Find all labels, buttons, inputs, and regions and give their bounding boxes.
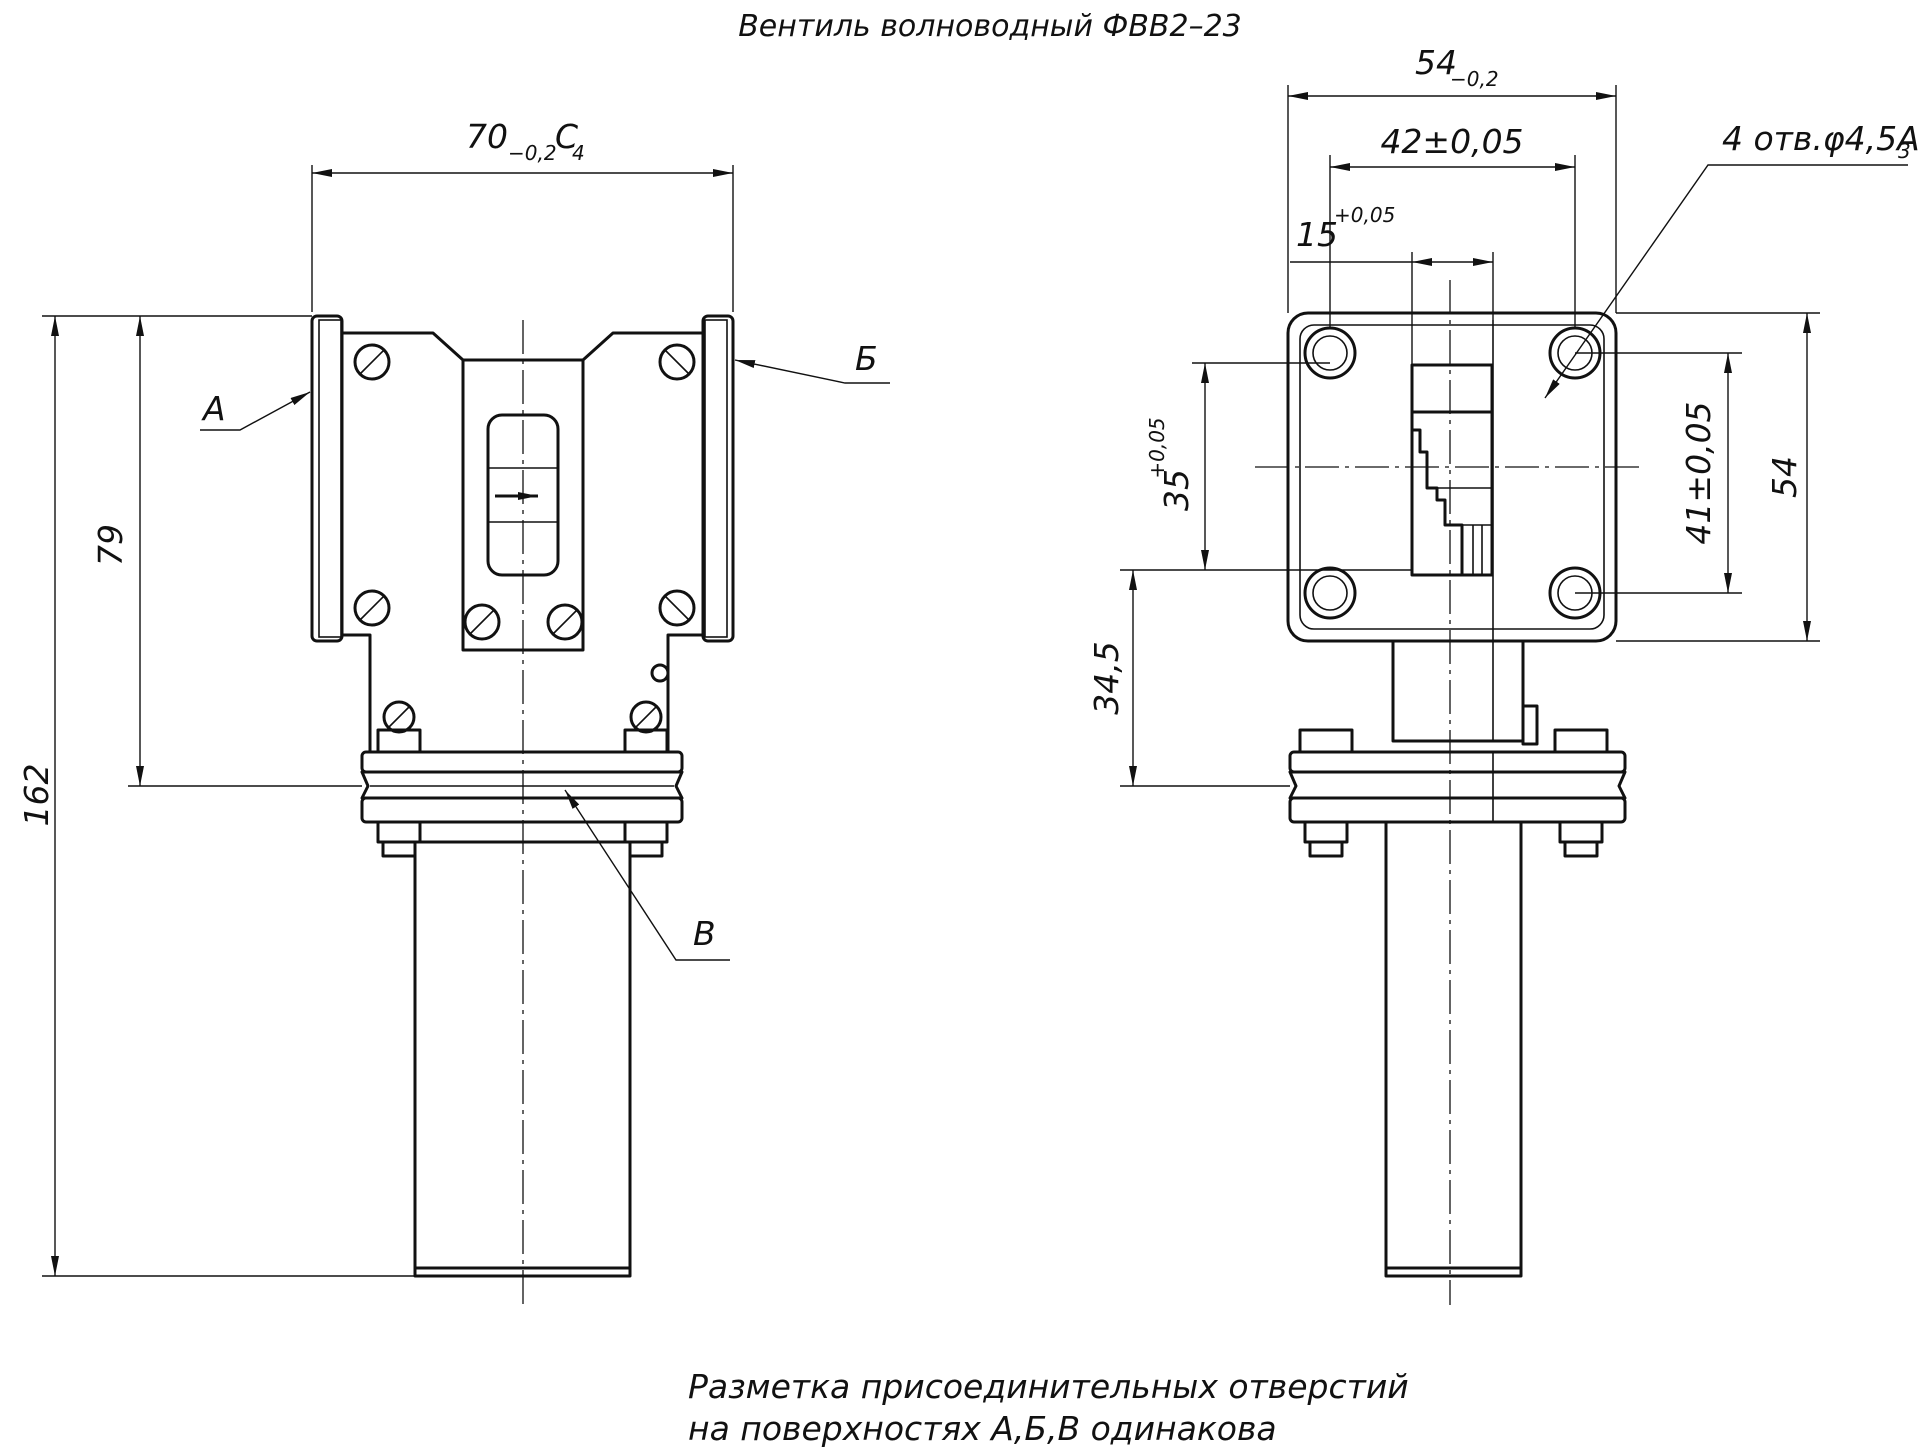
svg-text:162: 162	[17, 764, 56, 827]
svg-text:15: 15	[1296, 215, 1338, 254]
svg-text:4: 4	[572, 141, 585, 165]
side-load-housing	[1384, 820, 1523, 1278]
svg-text:на поверхностях А,Б,В одинаков: на поверхностях А,Б,В одинакова	[688, 1409, 1277, 1448]
side-dimensions: 54 −0,2 42±0,05 15 +0,05 4 отв.φ4,5А 3 3…	[1087, 43, 1920, 787]
svg-text:54: 54	[1765, 456, 1804, 498]
svg-text:−0,2: −0,2	[508, 141, 557, 165]
svg-text:34,5: 34,5	[1087, 641, 1126, 714]
svg-text:−0,2: −0,2	[1450, 67, 1499, 91]
svg-text:70: 70	[466, 117, 508, 156]
drawing-title: Вентиль волноводный ФВВ2–23	[738, 9, 1242, 44]
front-view	[310, 314, 735, 1305]
flange-b	[701, 314, 735, 643]
screws	[353, 343, 696, 683]
flange-v	[360, 750, 684, 824]
flange-a	[310, 314, 344, 643]
drawing-note: Разметка присоединительных отверстий на …	[688, 1367, 1409, 1448]
indicator-window	[486, 413, 560, 577]
label-v: В	[693, 914, 716, 953]
svg-text:С: С	[555, 117, 578, 156]
svg-text:79: 79	[91, 524, 130, 566]
load-housing	[413, 840, 632, 1278]
svg-text:Разметка присоединительных отв: Разметка присоединительных отверстий	[688, 1367, 1409, 1406]
square-flange	[1286, 311, 1618, 643]
svg-text:42±0,05: 42±0,05	[1380, 122, 1523, 161]
front-dimensions: 70 −0,2 С 4 162 79 А Б В	[17, 117, 890, 1277]
svg-text:+0,05: +0,05	[1145, 417, 1169, 478]
label-a: А	[201, 389, 226, 428]
side-view	[1255, 280, 1645, 1305]
svg-text:4 отв.φ4,5А: 4 отв.φ4,5А	[1722, 119, 1920, 158]
svg-text:3: 3	[1898, 139, 1911, 163]
svg-text:41±0,05: 41±0,05	[1679, 401, 1718, 544]
svg-text:+0,05: +0,05	[1334, 203, 1395, 227]
svg-text:54: 54	[1415, 43, 1457, 82]
label-b: Б	[855, 339, 878, 378]
svg-text:35: 35	[1157, 469, 1196, 511]
